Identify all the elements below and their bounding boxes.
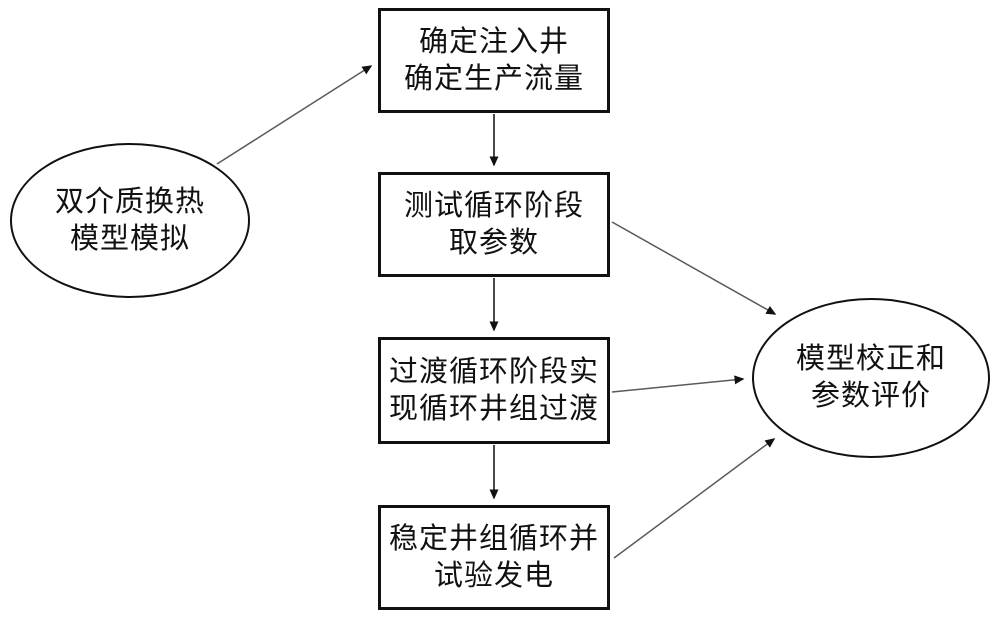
node-text-line: 取参数 [448, 226, 539, 259]
node-transition-cycle-stage: 过渡循环阶段实 现循环井组过渡 [378, 337, 610, 444]
arrow-box4-to-right-ellipse [613, 438, 776, 559]
node-text-line: 现循环井组过渡 [388, 392, 599, 425]
node-determine-injection-well: 确定注入井 确定生产流量 [378, 8, 610, 113]
node-text-line: 稳定井组循环并 [388, 522, 599, 555]
node-text-line: 模型校正和 [795, 343, 946, 376]
node-text-line: 确定注入井 [418, 25, 569, 58]
arrow-box3-to-right-ellipse [611, 375, 745, 393]
node-text-line: 测试循环阶段 [403, 189, 584, 222]
node-text-line: 试验发电 [433, 559, 554, 592]
arrow-box2-to-right-ellipse [611, 221, 777, 315]
node-test-cycle-stage: 测试循环阶段 取参数 [378, 172, 610, 277]
node-text-line: 参数评价 [810, 380, 931, 412]
node-model-correction-evaluation: 模型校正和 参数评价 [752, 298, 990, 458]
node-text-line: 确定生产流量 [403, 62, 584, 95]
node-text-line: 双介质换热 [54, 185, 205, 218]
arrow-left-ellipse-to-box1 [216, 65, 373, 165]
node-stable-cycle-power-test: 稳定井组循环并 试验发电 [378, 505, 610, 610]
node-text-line: 过渡循环阶段实 [388, 355, 599, 388]
node-dual-medium-model: 双介质换热 模型模拟 [10, 143, 250, 298]
node-text-line: 模型模拟 [69, 222, 190, 255]
